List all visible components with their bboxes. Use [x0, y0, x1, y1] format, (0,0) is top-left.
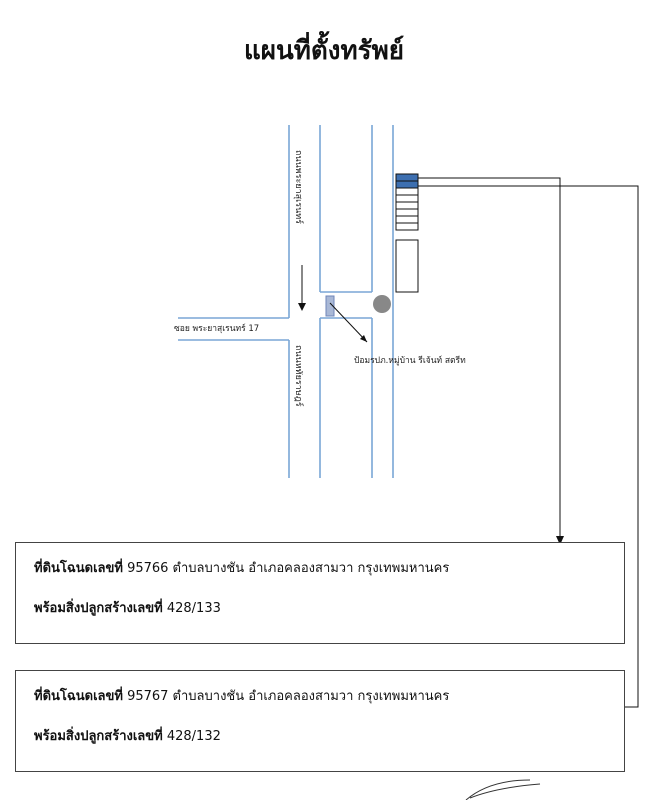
deed-box-2: ที่ดินโฉนดเลขที่ 95767 ตำบลบางชัน อำเภอค… [15, 670, 625, 772]
deed-1-building-number: 428/133 [162, 601, 221, 616]
deed-1-building-prefix: พร้อมสิ่งปลูกสร้างเลขที่ [34, 601, 163, 616]
landmark-circle [373, 295, 391, 313]
deed-2-prefix: ที่ดินโฉนดเลขที่ [34, 689, 123, 704]
deed-2-building-number: 428/132 [162, 729, 221, 744]
plot-3 [395, 187, 419, 196]
deed-1-line-2: พร้อมสิ่งปลูกสร้างเลขที่ 428/133 [34, 597, 221, 618]
plot-highlight-1 [395, 173, 419, 182]
gate-block [325, 295, 335, 317]
plot-4 [395, 194, 419, 203]
gate-label: ป้อมรปภ.หมู่บ้าน รีเจ้นท์ สตรีท [354, 355, 466, 366]
deed-2-building-prefix: พร้อมสิ่งปลูกสร้างเลขที่ [34, 729, 163, 744]
deed-1-prefix: ที่ดินโฉนดเลขที่ [34, 561, 123, 576]
deed-1-detail: 95766 ตำบลบางชัน อำเภอคลองสามวา กรุงเทพม… [122, 561, 450, 576]
plot-7 [395, 215, 419, 224]
plot-8 [395, 222, 419, 231]
road-label-top: ถนนพระยาสุเรนทร์ [293, 150, 305, 224]
deed-box-1: ที่ดินโฉนดเลขที่ 95766 ตำบลบางชัน อำเภอค… [15, 542, 625, 644]
deed-2-line-1: ที่ดินโฉนดเลขที่ 95767 ตำบลบางชัน อำเภอค… [34, 685, 449, 706]
direction-arrow-head [298, 303, 306, 311]
deed-1-line-1: ที่ดินโฉนดเลขที่ 95766 ตำบลบางชัน อำเภอค… [34, 557, 449, 578]
soi-label: ซอย พระยาสุเรนทร์ 17 [174, 323, 259, 334]
plot-6 [395, 208, 419, 217]
road-label-bottom: ถนนหทัยราษฎร์ [293, 345, 305, 407]
plot-highlight-2 [395, 180, 419, 189]
plot-stack [395, 173, 419, 293]
connector-deed-1-arrowhead [556, 536, 564, 545]
page-title: แผนที่ตั้งทรัพย์ [244, 36, 404, 66]
plot-5 [395, 201, 419, 210]
connector-deed-1 [418, 177, 561, 542]
deed-2-line-2: พร้อมสิ่งปลูกสร้างเลขที่ 428/132 [34, 725, 221, 746]
gate-pointer-head [360, 335, 367, 342]
deed-2-detail: 95767 ตำบลบางชัน อำเภอคลองสามวา กรุงเทพม… [122, 689, 450, 704]
signature-mark [465, 779, 541, 800]
plot-large [395, 239, 419, 293]
gate-pointer-line [329, 302, 368, 343]
road-lines [178, 125, 394, 478]
